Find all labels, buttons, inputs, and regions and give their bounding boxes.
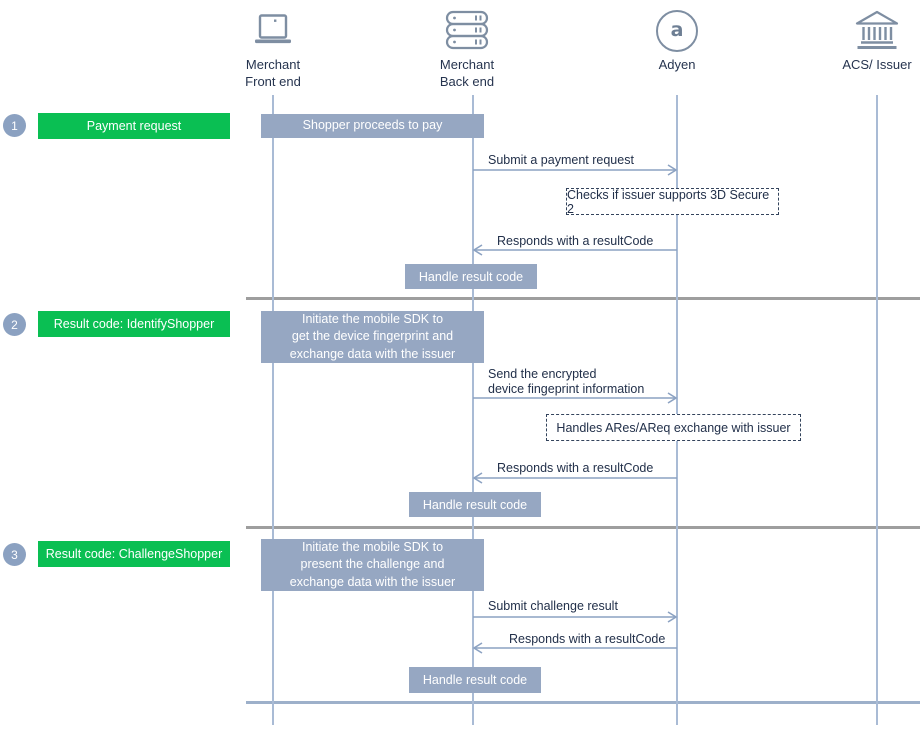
message-label-responds-resultcode-3: Responds with a resultCode (509, 632, 666, 646)
message-label-submit-challenge: Submit challenge result (488, 599, 618, 613)
arrow-right-submit-challenge (472, 610, 678, 624)
actor-label-acs-issuer: ACS/ Issuer (842, 57, 912, 72)
note-box-checks-3ds2: Checks if issuer supports 3D Secure 2 (566, 188, 779, 216)
actor-adyen: a Adyen (615, 8, 739, 74)
message-label-responds-resultcode-2: Responds with a resultCode (497, 461, 654, 475)
actor-label-merchant-backend: Merchant Back end (439, 57, 495, 89)
lifeline-acs-issuer (876, 95, 878, 725)
step-number-3: 3 (3, 543, 26, 566)
step-label-payment-request: Payment request (38, 113, 230, 139)
actor-label-adyen: Adyen (658, 57, 696, 72)
step-number-1: 1 (3, 114, 26, 137)
actor-label-merchant-frontend: Merchant Front end (245, 57, 301, 89)
handle-result-code-box-1: Handle result code (405, 264, 537, 289)
message-label-submit-payment: Submit a payment request (488, 153, 634, 167)
action-box-sdk-challenge: Initiate the mobile SDK to present the c… (261, 539, 484, 591)
arrow-left-responds-3 (472, 641, 678, 655)
server-icon (405, 8, 529, 54)
lifeline-merchant-frontend (272, 95, 274, 725)
arrow-left-responds-2 (472, 471, 678, 485)
lifeline-adyen (676, 95, 678, 725)
step-label-identifyshopper: Result code: IdentifyShopper (38, 311, 230, 337)
row-separator (246, 701, 920, 704)
row-separator (246, 526, 920, 529)
message-label-responds-resultcode-1: Responds with a resultCode (497, 234, 654, 248)
handle-result-code-box-2: Handle result code (409, 492, 541, 517)
actor-merchant-frontend: Merchant Front end (211, 8, 335, 90)
handle-result-code-box-3: Handle result code (409, 667, 541, 693)
laptop-icon (211, 8, 335, 54)
row-separator (246, 297, 920, 300)
action-box-shopper-pays: Shopper proceeds to pay (261, 114, 484, 138)
step-label-challengeshopper: Result code: ChallengeShopper (38, 541, 230, 567)
message-label-send-fingerprint: Send the encrypted device fingeprint inf… (488, 367, 645, 396)
lifeline-merchant-backend (472, 95, 474, 725)
note-box-ares-areq: Handles ARes/AReq exchange with issuer (546, 414, 801, 441)
arrow-right-send-fingerprint (472, 391, 678, 405)
actor-merchant-backend: Merchant Back end (405, 8, 529, 90)
action-box-sdk-fingerprint: Initiate the mobile SDK to get the devic… (261, 311, 484, 363)
arrow-right-submit-payment (472, 163, 678, 177)
arrow-left-responds-1 (472, 243, 678, 257)
bank-icon (815, 8, 920, 54)
adyen-logo-icon: a (615, 8, 739, 54)
adyen-letter: a (670, 18, 684, 41)
actor-acs-issuer: ACS/ Issuer (815, 8, 920, 74)
step-number-2: 2 (3, 313, 26, 336)
